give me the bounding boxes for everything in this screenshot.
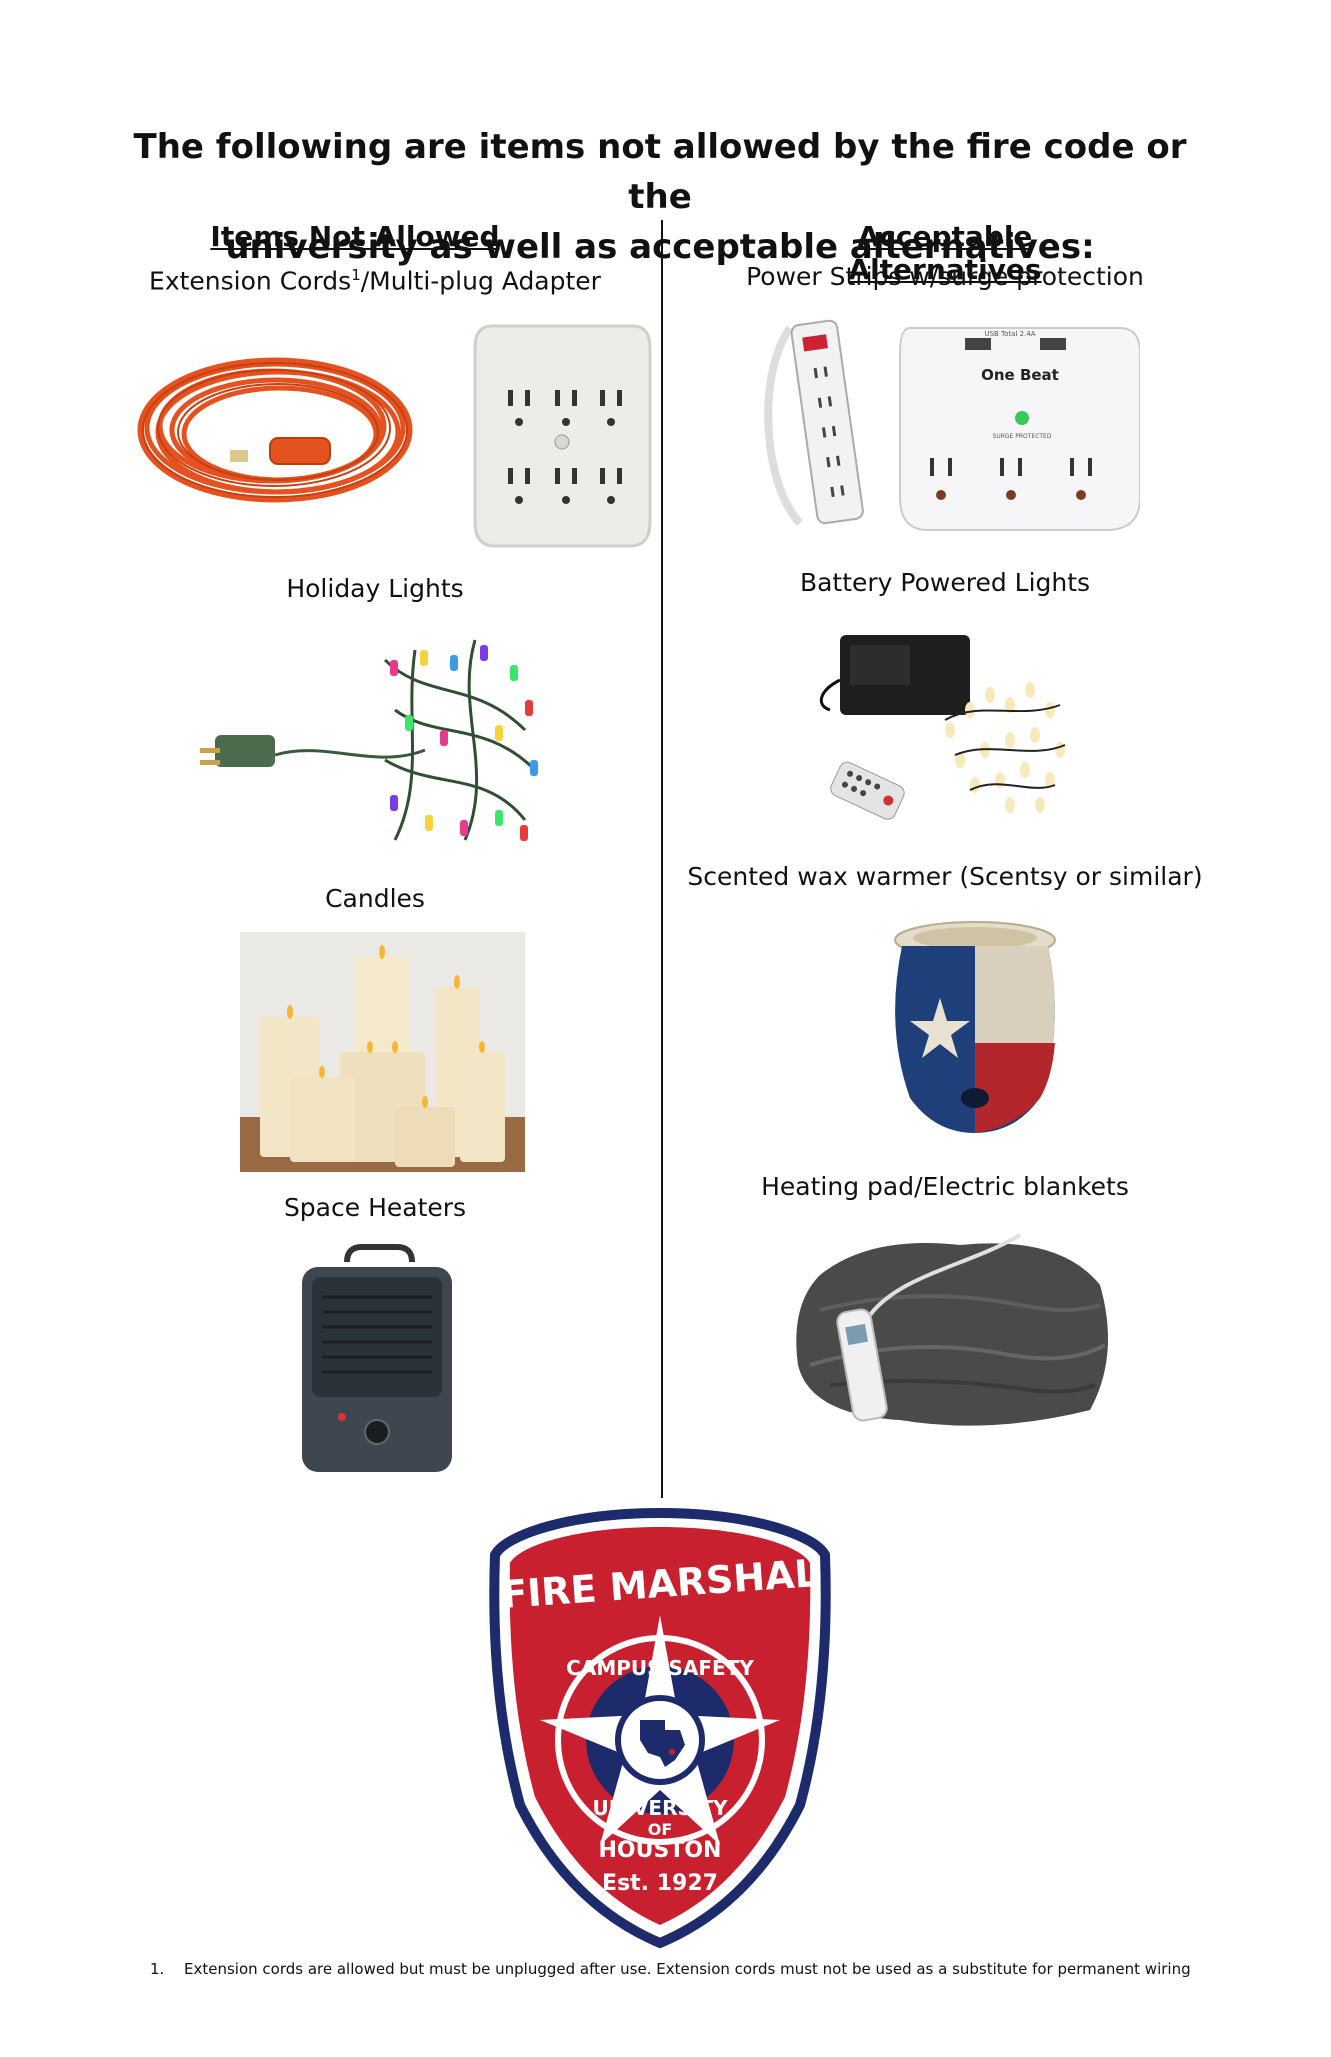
logo-ring-top-text: CAMPUS SAFETY	[566, 1656, 754, 1680]
items-not-allowed-heading: Items Not Allowed	[210, 220, 500, 253]
space-heaters-caption: Space Heaters	[283, 1193, 467, 1222]
battery-lights-image	[819, 635, 1066, 820]
usb-label-text: USB Total 2.4A	[984, 330, 1035, 338]
extension-cords-caption: Extension Cords1/Multi-plug Adapter	[149, 266, 601, 296]
logo-ring-bottom-text: UNIVERSITY	[593, 1796, 728, 1820]
brand-label-text: One Beat	[981, 366, 1059, 384]
column-divider	[661, 220, 663, 1498]
fire-marshal-logo: FIRE MARSHAL CAMPUS SAFETY UNIVERSITY OF…	[489, 1507, 831, 1949]
holiday-lights-caption: Holiday Lights	[286, 574, 464, 603]
footnote-text: Extension cords are allowed but must be …	[184, 1960, 1191, 1978]
page-title: The following are items not allowed by t…	[130, 122, 1190, 272]
space-heater-image	[302, 1244, 452, 1472]
footnote: 1. Extension cords are allowed but must b…	[150, 1960, 1191, 1978]
power-strips-caption: Power Strips w/surge protection	[746, 262, 1144, 291]
candles-image	[240, 932, 525, 1172]
wax-warmer-caption: Scented wax warmer (Scentsy or similar)	[687, 862, 1203, 891]
logo-of-text: OF	[648, 1820, 673, 1839]
power-strips-image: USB Total 2.4A One Beat SURGE PROTECTED	[764, 319, 1140, 531]
footnote-number: 1.	[150, 1960, 165, 1978]
surge-label-text: SURGE PROTECTED	[993, 433, 1052, 440]
heating-pad-caption: Heating pad/Electric blankets	[761, 1172, 1129, 1201]
title-line-1: The following are items not allowed by t…	[133, 127, 1187, 217]
logo-established-text: Est. 1927	[602, 1871, 718, 1896]
extension-cord-image	[137, 357, 413, 503]
wax-warmer-image	[894, 921, 1056, 1133]
battery-lights-caption: Battery Powered Lights	[799, 568, 1091, 597]
candles-caption: Candles	[325, 884, 425, 913]
logo-houston-text: HOUSTON	[599, 1838, 722, 1863]
multi-plug-adapter-image	[473, 324, 652, 548]
holiday-lights-image	[200, 639, 538, 841]
title-line-2: university as well as acceptable alterna…	[225, 227, 1095, 267]
heating-blanket-image	[796, 1233, 1108, 1426]
acceptable-alternatives-heading: Acceptable Alternatives	[848, 220, 1042, 286]
